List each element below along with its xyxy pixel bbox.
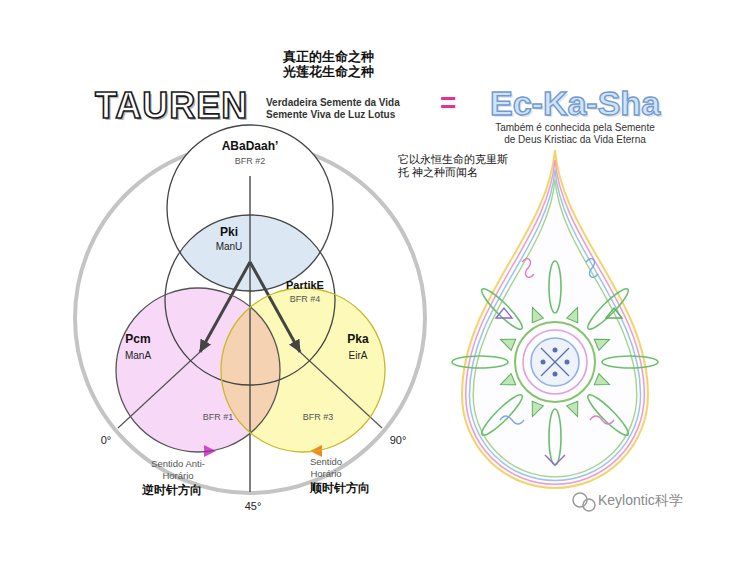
ec-ka-sha-seed bbox=[496, 259, 622, 465]
ec-ka-sha-seed bbox=[594, 334, 612, 350]
direction-label: 顺时针方向 bbox=[310, 481, 370, 496]
ec-ka-sha-seed bbox=[541, 348, 569, 376]
circle-outline bbox=[116, 288, 280, 452]
direction-label: 逆时针方向 bbox=[142, 483, 202, 498]
circle-code: BFR #1 bbox=[203, 412, 234, 422]
watermark-icon bbox=[583, 499, 595, 511]
ec-ka-sha-seed bbox=[452, 150, 658, 488]
ec-ka-sha-seed bbox=[586, 259, 598, 278]
ec-ka-sha-seed bbox=[478, 285, 526, 333]
outer-circle bbox=[75, 143, 425, 493]
venn-circle: PcmManA BFR #1 bbox=[116, 288, 280, 452]
ec-ka-sha-seed bbox=[466, 160, 645, 484]
ec-ka-sha-seed bbox=[469, 170, 640, 481]
ec-ka-sha-seed bbox=[541, 360, 546, 365]
circle-name: Pka bbox=[347, 333, 368, 347]
angle-label: 0° bbox=[101, 434, 112, 447]
ec-ka-sha-seed bbox=[594, 374, 612, 390]
portuguese-subtitle: Verdadeira Semente da Vida Semente Viva … bbox=[266, 97, 418, 121]
watermark: Keylontic科学 bbox=[598, 492, 683, 509]
circle-subname: ManU bbox=[216, 241, 243, 253]
ec-ka-sha-seed bbox=[452, 356, 508, 368]
ec-ka-sha-seed bbox=[515, 322, 595, 402]
angle-label: 45° bbox=[245, 500, 262, 513]
title-word: TAUREN bbox=[95, 84, 248, 128]
circle-name: Pki bbox=[220, 226, 238, 240]
watermark-icon bbox=[573, 493, 595, 511]
venn-circle: ABaDaah’ BFR #2 bbox=[167, 125, 333, 291]
circle-outline bbox=[221, 288, 385, 452]
axis-lines bbox=[118, 176, 382, 492]
ec-ka-sha-seed bbox=[590, 416, 614, 424]
ec-ka-sha-seed bbox=[498, 334, 516, 350]
ec-ka-sha-seed bbox=[565, 360, 570, 365]
direction-label: Sentido Horário bbox=[301, 456, 351, 479]
ec-ka-sha-seed bbox=[606, 308, 622, 318]
circle-subname: ManA bbox=[125, 350, 151, 362]
ec-ka-sha-seed bbox=[553, 372, 558, 377]
circle-code: BFR #3 bbox=[303, 412, 334, 422]
outer-circle bbox=[75, 143, 425, 493]
angle-label: 90° bbox=[390, 434, 407, 447]
axis-lines bbox=[200, 262, 250, 352]
ec-ka-sha-seed bbox=[602, 356, 658, 368]
circle-outline bbox=[221, 288, 385, 452]
chinese-subtitle: 真正的生命之种 光莲花生命之种 bbox=[283, 50, 387, 81]
ec-ka-sha-seed bbox=[584, 285, 632, 333]
direction-label: Sentido Anti-Horário bbox=[146, 458, 210, 481]
circle-name: Pcm bbox=[125, 333, 150, 347]
chinese-note: 它以永恒生命的克里斯托 神之种而闻名 bbox=[398, 153, 516, 179]
axis-lines bbox=[249, 176, 251, 492]
ec-ka-sha-seed bbox=[531, 338, 579, 386]
portuguese-note: Também é conhecida pela Semente de Deus … bbox=[493, 122, 658, 146]
ec-ka-sha-seed bbox=[500, 416, 524, 424]
ec-ka-sha-seed bbox=[527, 401, 543, 419]
ec-ka-sha-seed bbox=[527, 305, 543, 323]
circle-outline bbox=[167, 125, 333, 291]
ec-ka-sha-seed bbox=[553, 348, 558, 353]
circle-outline bbox=[165, 215, 335, 385]
ec-ka-sha-seed bbox=[567, 305, 583, 323]
ec-ka-sha-seed bbox=[567, 401, 583, 419]
ec-ka-sha-seed bbox=[522, 259, 534, 278]
rotation-arrowheads bbox=[204, 445, 322, 457]
ec-ka-sha-seed bbox=[498, 305, 612, 419]
ec-ka-sha-seed bbox=[498, 374, 516, 390]
circle-code: BFR #4 bbox=[290, 294, 321, 304]
ec-ka-sha-seed bbox=[584, 391, 632, 439]
ec-ka-sha-seed bbox=[545, 455, 565, 465]
ec-ka-sha-seed bbox=[496, 308, 512, 318]
title-word: Ec-Ka-Sha bbox=[490, 83, 660, 124]
ec-ka-sha-seed bbox=[462, 150, 648, 488]
ec-ka-sha-seed bbox=[473, 179, 637, 476]
circle-fills bbox=[221, 288, 385, 452]
circle-name: ABaDaah’ bbox=[222, 140, 279, 154]
ec-ka-sha-seed bbox=[549, 261, 561, 313]
venn-circle: PkiManU PartikE BFR #4 bbox=[165, 215, 335, 385]
venn-circle: PkaEirA BFR #3 bbox=[221, 288, 385, 452]
ec-ka-sha-seed bbox=[541, 348, 569, 376]
circle-subname: EirA bbox=[349, 350, 368, 362]
circle-outline bbox=[116, 288, 280, 452]
ec-ka-sha-seed bbox=[549, 409, 561, 465]
axis-lines bbox=[250, 262, 300, 352]
equals-sign: = bbox=[440, 86, 456, 120]
ec-ka-sha-seed bbox=[523, 330, 587, 394]
circle-code: BFR #2 bbox=[235, 156, 266, 166]
circle-name: PartikE bbox=[286, 279, 324, 292]
ec-ka-sha-seed bbox=[452, 261, 658, 465]
ec-ka-sha-seed bbox=[478, 391, 526, 439]
